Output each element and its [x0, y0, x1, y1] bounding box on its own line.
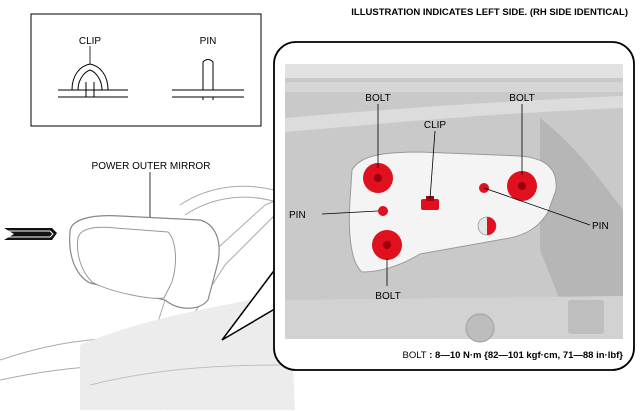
bolt-top-right [507, 171, 537, 201]
torque-spec: BOLT : 8—10 N·m {82—101 kgf·cm, 71—88 in… [402, 350, 623, 361]
install-direction-arrow-icon [4, 228, 57, 240]
header-note: ILLUSTRATION INDICATES LEFT SIDE. (RH SI… [351, 7, 628, 18]
bolt-label-top-right: BOLT [509, 93, 534, 104]
fastener-legend: CLIP PIN [30, 13, 262, 127]
power-outer-mirror [69, 215, 220, 309]
pin-label-right: PIN [592, 221, 609, 232]
bolt-label-top-left: BOLT [365, 93, 390, 104]
detail-callout-pointer [221, 267, 291, 341]
detail-photo [285, 64, 623, 343]
pin-hole [477, 216, 497, 236]
pin-symbol [172, 59, 244, 100]
bolt-label-bottom: BOLT [375, 291, 400, 302]
bolt-top-left [363, 163, 393, 193]
bolt-bottom [372, 230, 402, 260]
mirror-label: POWER OUTER MIRROR [92, 161, 211, 172]
leader-lines [321, 104, 591, 286]
clip-label-detail: CLIP [424, 120, 447, 131]
legend-frame [30, 13, 262, 127]
torque-value: : 8—10 N·m {82—101 kgf·cm, 71—88 in·lbf} [427, 350, 624, 361]
pin-label: PIN [200, 36, 217, 47]
pin-label-left: PIN [289, 210, 306, 221]
torque-bolt-name: BOLT [402, 350, 426, 361]
pin-left [378, 206, 388, 216]
clip-label: CLIP [79, 36, 102, 47]
